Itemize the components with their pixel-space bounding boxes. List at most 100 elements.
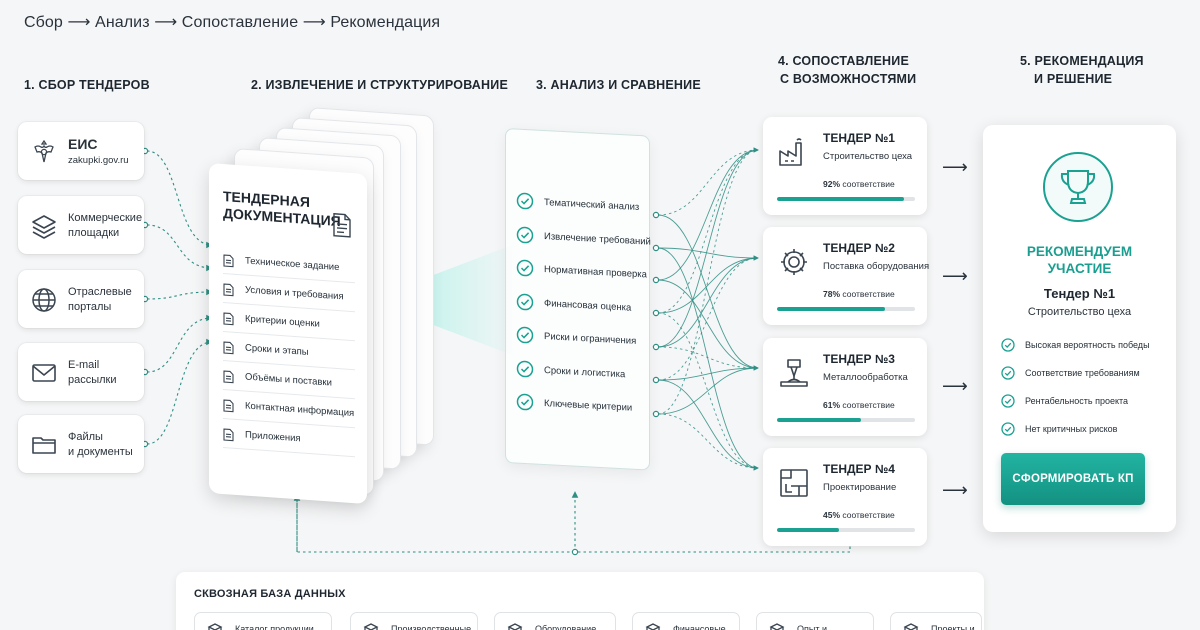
database-chip-label: Финансовые <box>673 624 726 630</box>
database-chip[interactable]: Финансовые <box>632 612 740 630</box>
benefit-label: Рентабельность проекта <box>1025 396 1129 406</box>
recommendation-heading: РЕКОМЕНДУЕМ УЧАСТИЕ <box>983 243 1176 277</box>
doc-section-item[interactable]: Условия и требования <box>223 276 355 313</box>
source-files[interactable]: Файлы и документы <box>18 415 144 473</box>
connector-line <box>146 314 213 373</box>
database-chip-label: Производственные <box>391 624 472 630</box>
doc-section-item[interactable]: Приложения <box>223 421 355 458</box>
analysis-label: Финансовая оценка <box>544 297 632 314</box>
drill-icon <box>777 356 811 390</box>
source-line1: Коммерческие <box>68 212 143 224</box>
analysis-label: Риски и ограничения <box>544 331 637 347</box>
finance-icon <box>645 622 661 630</box>
doc-section-item[interactable]: Сроки и этапы <box>223 334 355 371</box>
arrow-right-icon: ⟶ <box>942 157 968 177</box>
tender-match: 61% соответствие <box>823 400 895 410</box>
connector-line <box>657 147 759 216</box>
stage-3-title: 3. АНАЛИЗ И СРАВНЕНИЕ <box>536 78 701 92</box>
doc-section-item[interactable]: Техническое задание <box>223 247 355 284</box>
check-circle-icon <box>1001 422 1015 436</box>
folder-icon <box>32 437 56 454</box>
tender-match: 92% соответствие <box>823 179 895 189</box>
source-email[interactable]: E-mail рассылки <box>18 343 144 401</box>
attachment-icon <box>223 428 234 442</box>
tender-subtitle: Проектирование <box>823 482 897 493</box>
gear-icon <box>507 622 523 630</box>
check-circle-icon <box>516 259 534 278</box>
doc-section-label: Условия и требования <box>245 284 344 303</box>
recommendation-card: РЕКОМЕНДУЕМ УЧАСТИЕ Тендер №1 Строительс… <box>983 125 1176 532</box>
database-chip[interactable]: Опыт и <box>756 612 874 630</box>
stage-5-line1: 5. РЕКОМЕНДАЦИЯ <box>1020 54 1144 68</box>
light-beam <box>368 245 512 355</box>
connector-line <box>657 365 759 381</box>
doc-section-label: Контактная информация <box>245 400 355 420</box>
check-circle-icon <box>516 393 534 412</box>
match-progress-fill <box>777 197 904 201</box>
benefit-label: Высокая вероятность победы <box>1025 340 1150 350</box>
tender-name: ТЕНДЕР №4 <box>823 462 895 476</box>
analysis-label: Нормативная проверка <box>544 264 647 281</box>
connector-dot <box>652 376 660 384</box>
mail-icon <box>32 364 56 382</box>
connector-line <box>657 247 759 261</box>
benefit-label: Соответствие требованиям <box>1025 368 1140 378</box>
layers-icon <box>32 215 56 239</box>
stage-4-line2: С ВОЗМОЖНОСТЯМИ <box>780 72 917 86</box>
match-progress-bar <box>777 197 915 201</box>
source-eis[interactable]: ЕИС zakupki.gov.ru <box>18 122 144 180</box>
database-chip[interactable]: Каталог продукции <box>194 612 332 630</box>
database-chip-label: Проекты и <box>931 624 975 630</box>
tender-documentation[interactable]: ТЕНДЕРНАЯ ДОКУМЕНТАЦИЯ Техническое задан… <box>209 163 367 505</box>
tender-match-label: соответствие <box>842 510 895 520</box>
analysis-label: Тематический анализ <box>544 197 640 214</box>
database-chip-label: Опыт и <box>797 624 827 630</box>
connector-line <box>657 255 759 381</box>
connector-line <box>146 338 213 445</box>
doc-section-label: Приложения <box>245 429 301 445</box>
connector-line <box>657 312 759 471</box>
trophy-icon <box>1043 152 1113 222</box>
connector-line <box>146 150 213 249</box>
source-commercial[interactable]: Коммерческие площадки <box>18 196 144 254</box>
tender-subtitle: Металлообработка <box>823 372 908 383</box>
source-portals[interactable]: Отраслевые порталы <box>18 270 144 328</box>
database-chip[interactable]: Производственные <box>350 612 478 630</box>
connector-dot <box>571 548 579 556</box>
blueprint-icon <box>777 466 811 500</box>
doc-section-label: Сроки и этапы <box>245 342 309 358</box>
list-icon <box>223 312 234 326</box>
match-progress-fill <box>777 307 885 311</box>
arrow-right-icon: ⟶ <box>942 376 968 396</box>
doc-section-item[interactable]: Объёмы и поставки <box>223 363 355 400</box>
boxes-icon <box>223 370 234 384</box>
database-chip[interactable]: Проекты и <box>890 612 982 630</box>
tender-match-label: соответствие <box>842 289 895 299</box>
tender-name: ТЕНДЕР №2 <box>823 241 895 255</box>
connector-line <box>657 147 759 314</box>
stage-4-line1: 4. СОПОСТАВЛЕНИЕ <box>778 54 910 68</box>
tender-match-value: 61% <box>823 400 841 410</box>
database-chip[interactable]: Оборудование <box>494 612 616 630</box>
stage-2-title: 2. ИЗВЛЕЧЕНИЕ И СТРУКТУРИРОВАНИЕ <box>251 78 508 92</box>
connector-line <box>657 255 759 348</box>
generate-proposal-button[interactable]: СФОРМИРОВАТЬ КП <box>1001 453 1145 505</box>
doc-section-label: Объёмы и поставки <box>245 371 332 389</box>
doc-section-item[interactable]: Критерии оценки <box>223 305 355 342</box>
connector-line <box>657 247 759 471</box>
tender-match: 78% соответствие <box>823 289 895 299</box>
factory-icon <box>777 135 811 169</box>
match-progress-fill <box>777 528 840 532</box>
check-circle-icon <box>516 192 534 211</box>
doc-section-item[interactable]: Контактная информация <box>223 392 355 429</box>
connector-line <box>657 147 759 415</box>
stage-5-title: 5. РЕКОМЕНДАЦИЯ И РЕШЕНИЕ <box>1020 52 1180 88</box>
source-line1: ЕИС <box>68 136 98 152</box>
arrow-right-icon: ⟶ <box>942 266 968 286</box>
doc-lines-icon <box>223 254 234 268</box>
